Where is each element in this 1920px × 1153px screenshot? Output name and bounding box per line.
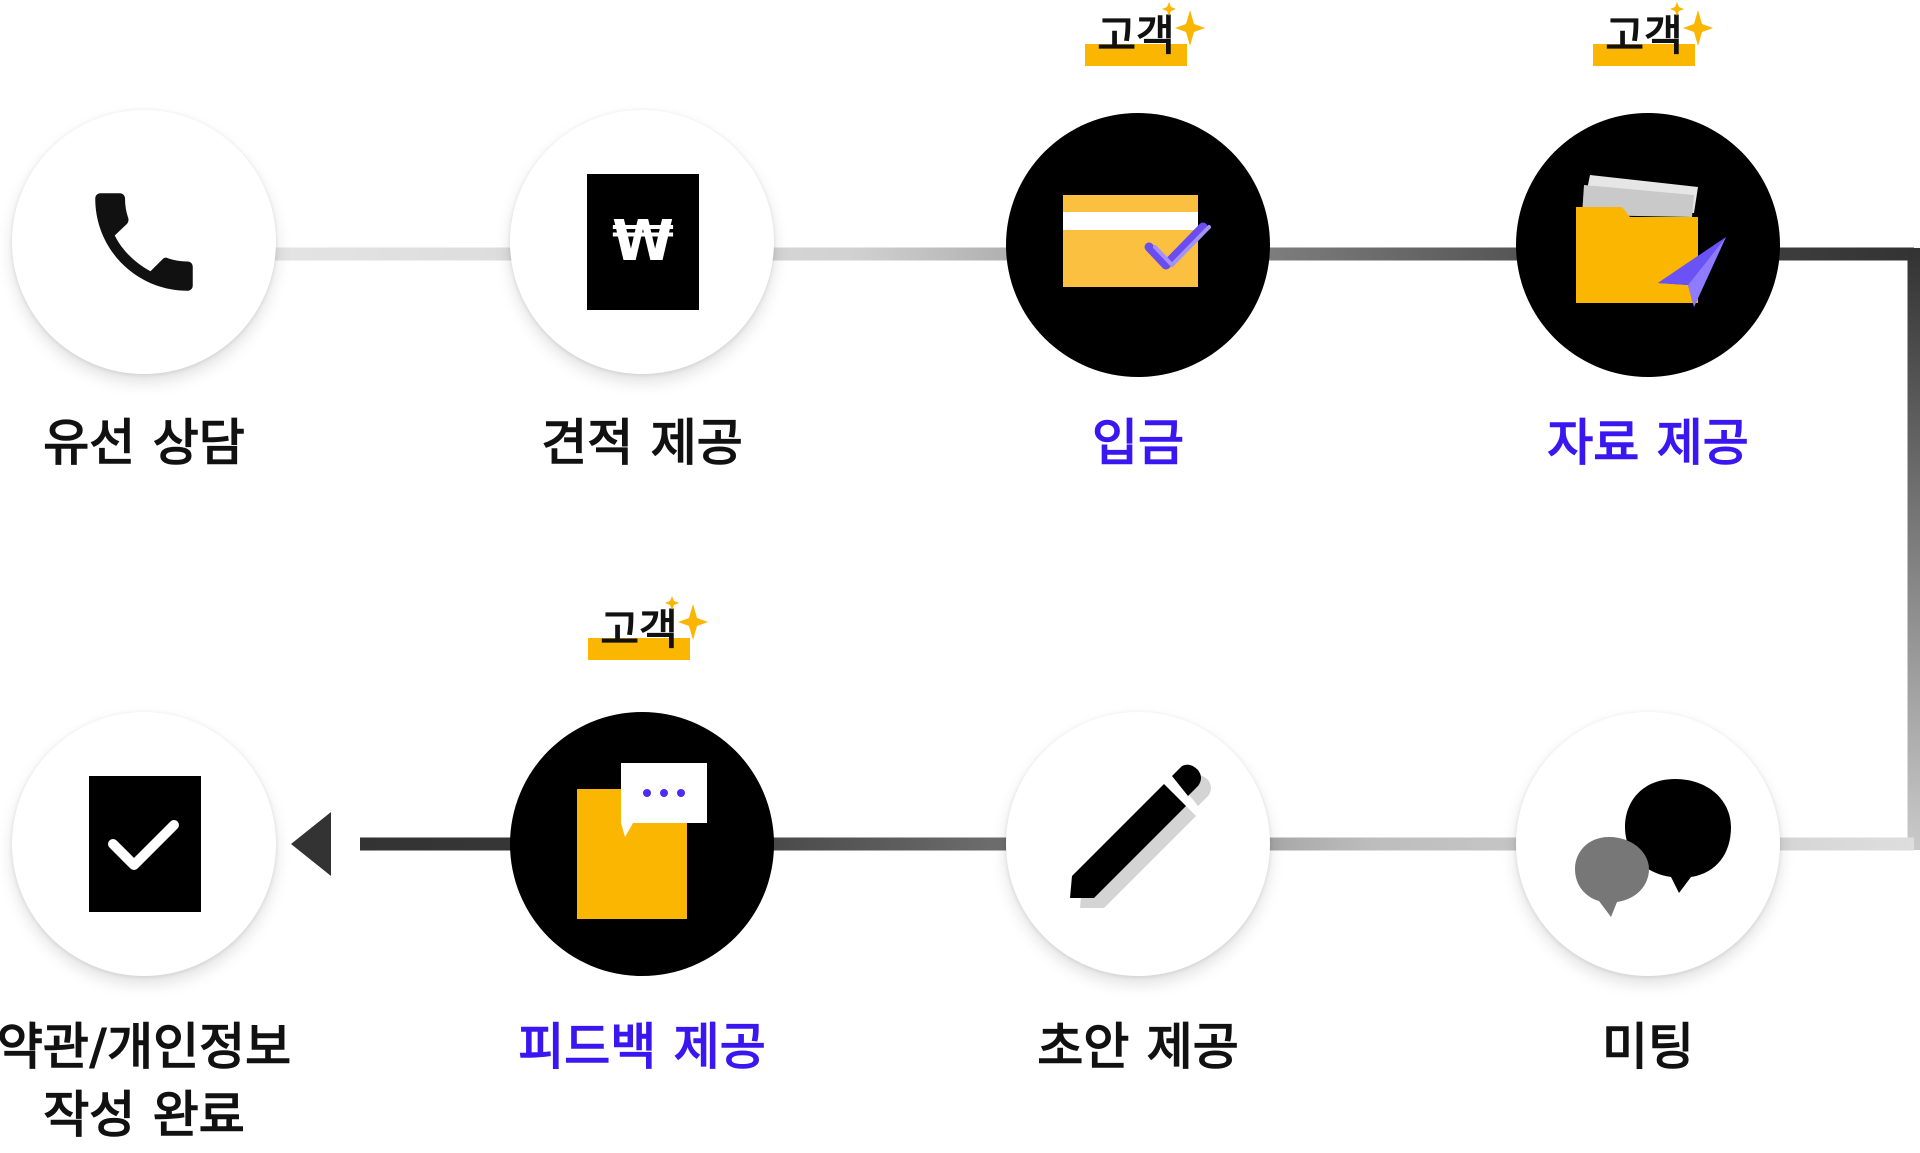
step-circle (12, 110, 276, 374)
step-label-line-2: 작성 완료 (43, 1086, 245, 1144)
won-document-icon: ₩ (587, 174, 699, 310)
customer-badge: 고객 (586, 596, 726, 672)
step-label: 자료 제공 (1547, 414, 1749, 472)
badge-label: 고객 (600, 605, 678, 654)
feedback-document-icon (577, 763, 707, 919)
badge-highlight (1593, 44, 1695, 66)
step-circle (1516, 712, 1780, 976)
chat-bubbles-icon (1575, 779, 1731, 917)
phone-icon (95, 193, 193, 291)
step-circle (1006, 712, 1270, 976)
step-circle (1516, 113, 1780, 377)
step-label: 유선 상담 (43, 414, 245, 472)
card-check-icon (1063, 195, 1211, 287)
badge-highlight (588, 638, 690, 660)
step-label: 피드백 제공 (518, 1018, 766, 1076)
flow-arrowhead (291, 812, 331, 876)
sparkle-icon (1670, 2, 1713, 46)
badge-label: 고객 (1605, 11, 1683, 60)
sparkle-icon (665, 596, 708, 640)
step-label: 견적 제공 (541, 414, 743, 472)
step-circle (510, 712, 774, 976)
step-label: 입금 (1092, 414, 1184, 472)
folder-send-icon (1576, 175, 1726, 307)
badge-label: 고객 (1097, 11, 1175, 60)
check-document-icon (89, 776, 201, 912)
step-circle: ₩ (510, 110, 774, 374)
step-label: 초안 제공 (1037, 1018, 1239, 1076)
step-circle (12, 712, 276, 976)
customer-badge: 고객 (1591, 2, 1731, 78)
step-label: 미팅 (1602, 1018, 1694, 1076)
badge-highlight (1085, 44, 1187, 66)
customer-badge: 고객 (1083, 2, 1223, 78)
pencil-icon (1070, 764, 1211, 908)
svg-text:₩: ₩ (612, 209, 674, 274)
sparkle-icon (1162, 2, 1205, 46)
step-label: 약관/개인정보 (0, 1018, 292, 1076)
step-circle (1006, 113, 1270, 377)
